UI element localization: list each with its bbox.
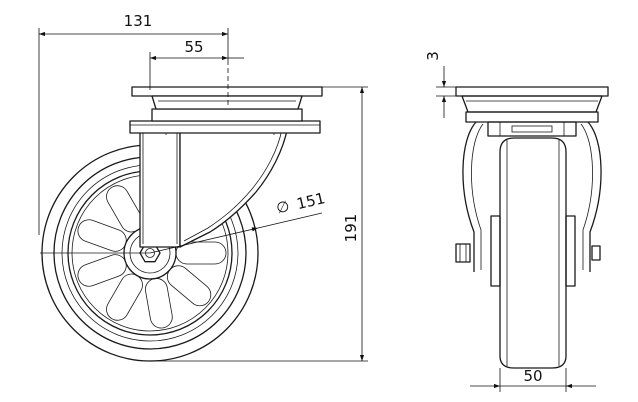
dimension-wheel-width: 50 [470,367,596,392]
front-view-top-plate [455,86,609,123]
dimension-offset: 55 [149,38,244,90]
dimension-total-height: 191 [150,86,368,362]
dimension-label-3: 3 [424,51,442,61]
side-view: 131 55 ∅ 151 191 [38,12,368,362]
dimension-wheel-diameter: ∅ 151 [149,189,327,254]
dimension-overall-width: 131 [38,12,229,235]
front-view: 3 50 [424,51,609,392]
front-view-axle-nut [455,243,601,263]
dimension-diameter-symbol: ∅ [274,197,291,217]
side-view-top-plate [131,86,323,110]
side-view-swivel-ring [129,108,321,134]
dimension-plate-thickness: 3 [424,51,456,118]
dimension-label-55: 55 [184,38,203,56]
dimension-label-131: 131 [124,12,153,30]
front-view-fork [462,121,602,272]
front-view-wheel [490,137,576,369]
dimension-label-151: 151 [295,189,327,213]
dimension-label-50: 50 [523,367,542,385]
side-view-fork [139,120,289,248]
dimension-label-191: 191 [342,214,360,243]
